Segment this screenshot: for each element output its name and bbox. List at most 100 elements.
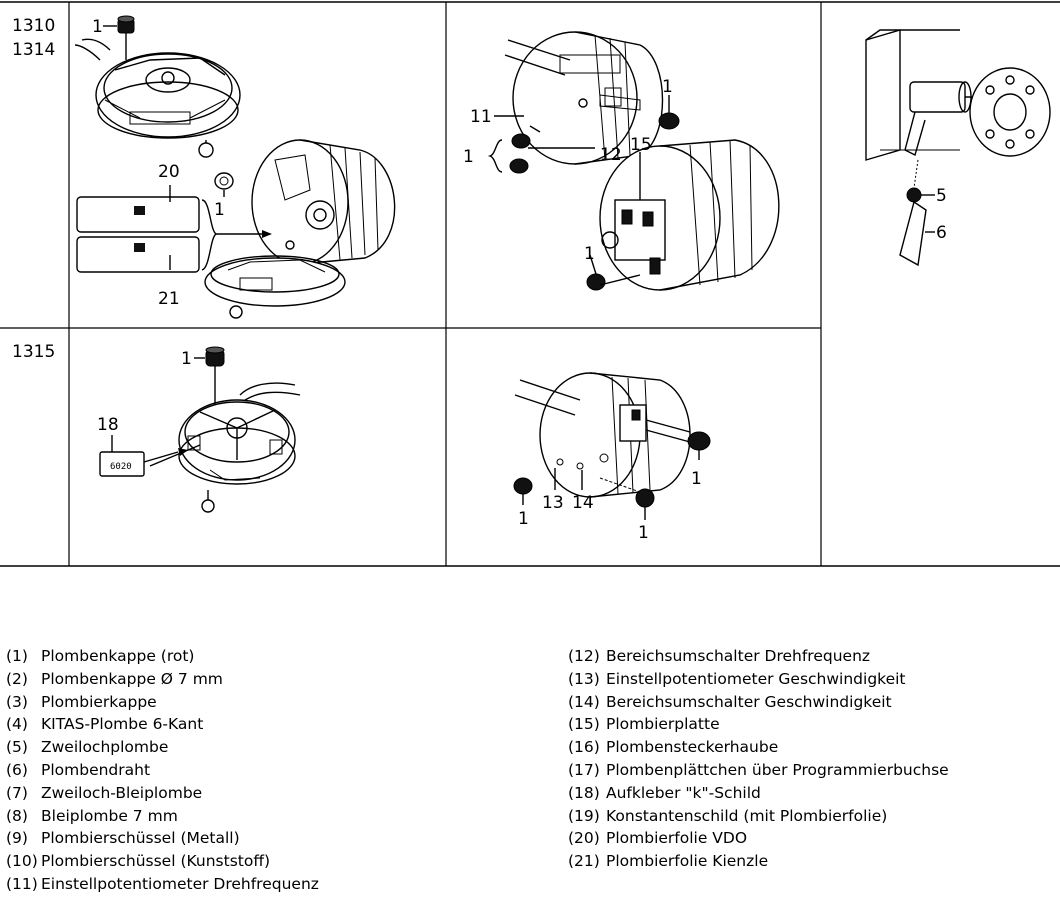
legend-item-text: Plombierfolie Kienzle — [606, 852, 769, 871]
callout-6: 6 — [936, 223, 947, 243]
legend-item-number: (18) — [568, 783, 600, 802]
illustration-table: 1 20 1 21 11 1 12 15 1 1 5 6 1 18 13 14 … — [0, 1, 1060, 567]
table-grid — [0, 1, 1060, 567]
callout-14: 14 — [572, 493, 594, 513]
model-label-1310: 1310 — [12, 16, 56, 36]
callout-labels: 1 20 1 21 11 1 12 15 1 1 5 6 1 18 13 14 … — [92, 17, 947, 543]
panel-1315-kitas — [99, 346, 301, 513]
legend-item: (4)KITAS-Plombe 6-Kant — [6, 713, 319, 736]
seal-wire — [899, 200, 927, 267]
legend-item-number: (17) — [568, 760, 600, 779]
legend-item: (1)Plombenkappe (rot) — [6, 645, 319, 668]
seal-cap — [513, 477, 533, 495]
legend-item: (16) Plombensteckerhaube — [568, 736, 949, 759]
legend-item: (18) Aufkleber "k"-Schild — [568, 782, 949, 805]
legend-right-column: (12) Bereichsumschalter Drehfrequenz (13) E… — [568, 645, 949, 873]
seal-cap — [658, 112, 680, 130]
legend-item-text: Zweilochplombe — [41, 738, 169, 757]
legend-item-number: (8) — [6, 806, 28, 825]
legend-item-number: (2) — [6, 669, 28, 688]
panel-1310-kitas — [74, 15, 396, 319]
legend-item-text: Plombierschüssel (Kunststoff) — [41, 852, 271, 871]
legend-item: (11)Einstellpotentiometer Drehfrequenz — [6, 873, 319, 896]
sealing-plate — [614, 199, 666, 261]
callout-1: 1 — [584, 244, 595, 264]
legend-item: (21) Plombierfolie Kienzle — [568, 850, 949, 873]
legend-item-text: Plombierkappe — [41, 692, 157, 711]
legend-item-text: Konstantenschild (mit Plombierfolie) — [606, 806, 888, 825]
legend-item-number: (16) — [568, 738, 600, 757]
legend-item: (2) Plombenkappe Ø 7 mm — [6, 668, 319, 691]
seal-cap — [103, 15, 135, 60]
legend-item-number: (13) — [568, 669, 600, 688]
legend-item-text: Einstellpotentiometer Geschwindigkeit — [606, 669, 906, 688]
legend-item-text: Plombenkappe Ø 7 mm — [41, 669, 223, 688]
legend-item-number: (14) — [568, 692, 600, 711]
callout-21: 21 — [158, 289, 180, 309]
legend-item: (7)Zweiloch-Bleiplombe — [6, 782, 319, 805]
legend-item-number: (4) — [6, 715, 28, 734]
callout-13: 13 — [542, 493, 564, 513]
callout-1: 1 — [638, 523, 649, 543]
legend-item: (10)Plombierschüssel (Kunststoff) — [6, 850, 319, 873]
legend-item: (15) Plombierplatte — [568, 713, 949, 736]
legend-item-text: Plombenkappe (rot) — [41, 647, 195, 665]
legend-item-text: Bereichsumschalter Drehfrequenz — [606, 647, 871, 665]
legend-item-text: Bereichsumschalter Geschwindigkeit — [606, 692, 892, 711]
panel-wire-seal — [865, 29, 1051, 267]
panel-1314-sender — [487, 31, 780, 291]
legend-item: (3) Plombierkappe — [6, 691, 319, 714]
legend-item-text: Zweiloch-Bleiplombe — [41, 783, 203, 802]
callout-18: 18 — [97, 415, 119, 435]
legend-item: (6) Plombendraht — [6, 759, 319, 782]
seal-cap — [687, 431, 711, 451]
callout-1: 1 — [691, 469, 702, 489]
legend-item: (20)Plombierfolie VDO — [568, 827, 949, 850]
seal-cap — [194, 346, 225, 405]
model-label-1315: 1315 — [12, 342, 56, 362]
legend-item: (14) Bereichsumschalter Geschwindigkeit — [568, 691, 949, 714]
legend-item: (5)Zweilochplombe — [6, 736, 319, 759]
seal-cap — [509, 133, 531, 174]
legend-item-number: (20) — [568, 829, 600, 848]
legend-item-text: Bleiplombe 7 mm — [41, 806, 178, 825]
two-hole-seal — [906, 187, 922, 203]
legend-item-number: (10) — [6, 852, 38, 871]
legend-left-column: (1)Plombenkappe (rot)(2) Plombenkappe Ø 7… — [6, 645, 319, 896]
callout-5: 5 — [936, 186, 947, 206]
legend-item-number: (6) — [6, 760, 28, 779]
callout-20: 20 — [158, 162, 180, 182]
callout-1: 1 — [662, 77, 673, 97]
legend-item-number: (19) — [568, 806, 600, 825]
k-sticker — [99, 451, 145, 477]
sticker-text: 6020 — [110, 462, 132, 472]
callout-1: 1 — [463, 147, 474, 167]
legend-item-number: (3) — [6, 692, 28, 711]
seal-cap — [214, 172, 234, 197]
callout-1: 1 — [92, 17, 103, 37]
legend-item: (12) Bereichsumschalter Drehfrequenz — [568, 645, 949, 668]
illustration-svg: 1 20 1 21 11 1 12 15 1 1 5 6 1 18 13 14 … — [0, 1, 1060, 567]
legend-item-text: Plombendraht — [41, 760, 151, 779]
legend-item: (19) Konstantenschild (mit Plombierfolie) — [568, 805, 949, 828]
callout-15: 15 — [630, 135, 652, 155]
legend-item-number: (11) — [6, 874, 38, 893]
legend-item-text: Einstellpotentiometer Drehfrequenz — [41, 874, 319, 893]
callout-11: 11 — [470, 107, 492, 127]
panel-1315-sender — [513, 372, 711, 520]
legend-item-text: Plombierplatte — [606, 715, 720, 734]
legend-item-number: (21) — [568, 852, 600, 871]
callout-12: 12 — [600, 145, 622, 165]
legend-item: (17) Plombenplättchen über Programmierbuc… — [568, 759, 949, 782]
legend-item-number: (15) — [568, 715, 600, 734]
callout-1: 1 — [518, 509, 529, 529]
legend-item-text: Plombierschüssel (Metall) — [41, 829, 240, 848]
legend-item-number: (12) — [568, 647, 600, 665]
model-label-1314: 1314 — [12, 40, 56, 60]
legend-item: (9)Plombierschüssel (Metall) — [6, 827, 319, 850]
label-foil-kienzle — [76, 236, 200, 273]
seal-cap — [586, 273, 606, 291]
legend-item-text: Plombenplättchen über Programmierbuchse — [606, 760, 949, 779]
legend-item-text: Aufkleber "k"-Schild — [606, 783, 761, 802]
legend-item-text: Plombensteckerhaube — [606, 738, 779, 757]
